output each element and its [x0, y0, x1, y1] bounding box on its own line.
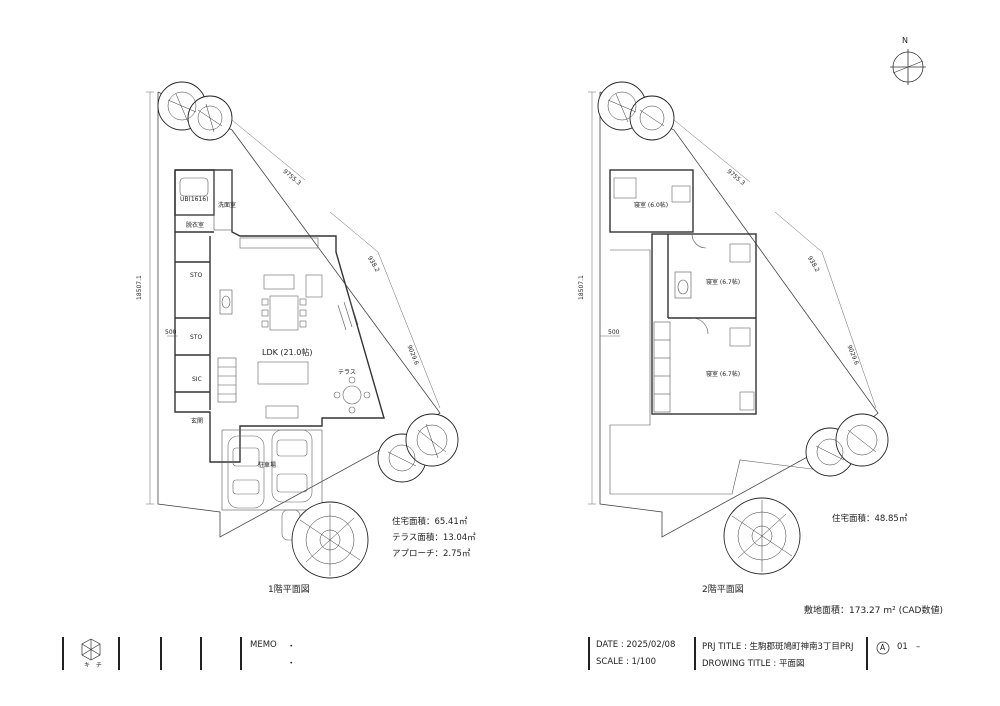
floor2-dim-setback: 500: [608, 329, 620, 336]
memo-bullet-1: ・: [287, 642, 296, 652]
sheet-suffix: –: [916, 642, 921, 652]
room-bedroom-1: 寝室 (6.0帖): [634, 202, 669, 209]
floor2-site-boundary: [599, 91, 879, 538]
floor1-site-boundary: [157, 91, 441, 538]
logo-icon: [81, 638, 101, 661]
room-parking: 駐車場: [258, 462, 277, 469]
room-terrace: テラス: [338, 369, 356, 376]
room-sic: SIC: [192, 376, 202, 383]
floor1-caption: 1階平面図: [268, 585, 310, 595]
sheet-number: 01: [897, 642, 908, 652]
floor2-dim-depth: 18507.1: [578, 275, 585, 300]
floor1-plan: [146, 91, 441, 541]
room-sto-2: STO: [190, 334, 203, 341]
room-ub: UB(1616): [180, 196, 209, 203]
north-arrow-icon: [890, 49, 926, 85]
drawing-title: DROWING TITLE : 平面図: [702, 659, 805, 669]
room-washroom: 洗面室: [218, 202, 237, 209]
project-title: PRJ TITLE : 生駒郡斑鳩町神南3丁目PRJ: [702, 642, 854, 652]
memo-bullet-2: ・: [287, 659, 296, 669]
room-bedroom-3: 寝室 (6.7帖): [706, 371, 741, 378]
floor2-bedroom-1: [609, 169, 694, 233]
floor2-area-house: 住宅面積：48.85㎡: [832, 514, 908, 524]
landscape-trees: [157, 81, 889, 579]
floor2-plan: [588, 91, 879, 538]
title-block-frame: [62, 637, 890, 670]
room-ldk: LDK (21.0帖): [262, 348, 313, 357]
room-entrance: 玄関: [191, 418, 204, 425]
sheet-letter: A: [880, 643, 886, 652]
site-area: 敷地面積：173.27 m² (CAD数値): [804, 606, 943, 616]
floor1-building-outline: [174, 169, 385, 463]
floor1-area-approach: アプローチ：2.75㎡: [392, 549, 471, 559]
date-field: DATE : 2025/02/08: [596, 640, 676, 650]
room-bedroom-2: 寝室 (6.7帖): [706, 279, 741, 286]
memo-label: MEMO: [250, 640, 277, 650]
scale-field: SCALE : 1/100: [596, 657, 657, 667]
floor1-area-terrace: テラス面積：13.04㎡: [392, 533, 476, 543]
floor1-dim-setback: 500: [165, 329, 177, 336]
room-sto-1: STO: [190, 272, 203, 279]
floor2-caption: 2階平面図: [702, 585, 744, 595]
floor1-dim-depth: 18507.1: [136, 275, 143, 300]
floor1-area-house: 住宅面積：65.41㎡: [392, 517, 468, 527]
logo-text: キ チ: [84, 662, 104, 669]
north-label: N: [902, 36, 908, 45]
room-dressing: 脱衣室: [186, 222, 205, 229]
